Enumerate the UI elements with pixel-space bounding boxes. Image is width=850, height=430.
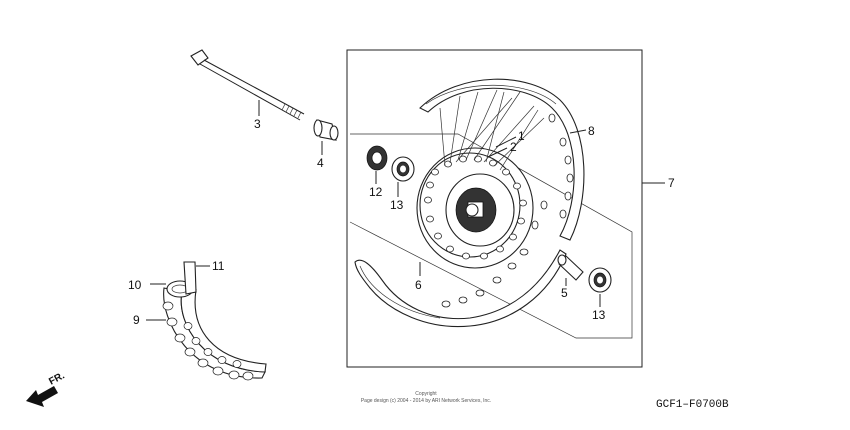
callout-1: 1 [518,129,525,143]
tire-section [162,261,267,381]
distance-collar [557,254,584,281]
callout-12: 12 [369,185,383,199]
bearing-left [391,156,415,182]
copyright-line-1: Copyright [415,391,437,397]
copyright-line-2: Page design (c) 2004 - 2014 by ARI Netwo… [361,398,491,404]
spokes [439,89,545,171]
dust-seal [366,145,388,171]
front-direction-label: FR. [47,370,67,387]
diagram-code: GCF1–F0700B [656,399,729,411]
callout-4: 4 [317,156,324,170]
leader-lines [146,100,601,321]
rim-lower [354,248,567,328]
hub-frame [349,133,633,339]
assembly-outline [346,49,665,368]
callout-9: 9 [133,313,140,327]
callout-labels: 1 2 3 4 5 6 7 8 9 10 11 12 13 13 [128,117,675,327]
axle-bolt [190,49,305,121]
callout-10: 10 [128,278,142,292]
callout-8: 8 [588,124,595,138]
bearing-right [588,267,612,293]
axle-collar [313,119,339,141]
rim-upper [419,78,585,241]
callout-11: 11 [212,259,225,273]
callout-2: 2 [510,140,517,154]
callout-13-right: 13 [592,308,606,322]
callout-7: 7 [668,176,675,190]
copyright-block: Copyright Page design (c) 2004 - 2014 by… [361,391,491,404]
callout-3: 3 [254,117,261,131]
wheel-hub [416,147,534,269]
callout-13-left: 13 [390,198,404,212]
front-direction-arrow: FR. [26,370,67,407]
callout-6: 6 [415,278,422,292]
callout-5: 5 [561,286,568,300]
